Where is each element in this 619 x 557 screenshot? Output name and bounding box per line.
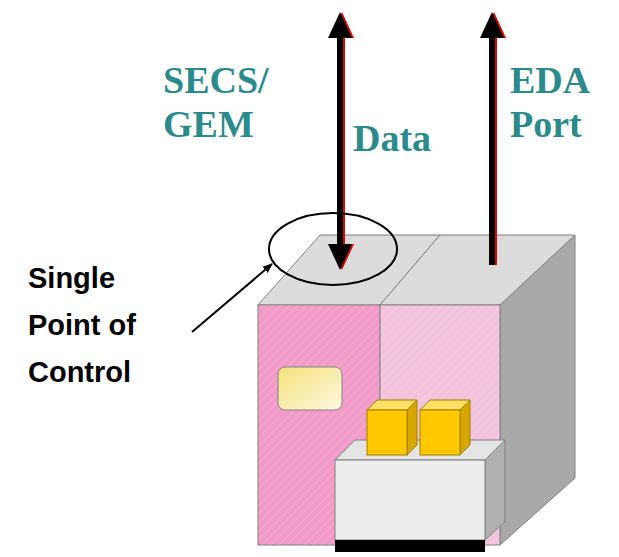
loadport-front	[335, 460, 485, 540]
loadport-base	[335, 540, 485, 552]
carrier	[367, 410, 407, 455]
data-label: Data	[353, 116, 473, 160]
leader-line	[192, 264, 272, 332]
cabinet-top	[380, 235, 575, 305]
carrier-side	[460, 400, 470, 455]
callout-label: Single Point of Control	[28, 255, 168, 396]
carrier	[420, 410, 460, 455]
loadport-side	[485, 440, 505, 540]
double-arrow	[328, 12, 354, 270]
carrier-side	[407, 400, 417, 455]
port-label: EDA Port	[510, 58, 615, 146]
display-window	[278, 367, 342, 410]
highlight-ellipse	[269, 213, 397, 285]
interface-label: SECS/ GEM	[163, 58, 313, 146]
single-arrow	[480, 12, 506, 265]
